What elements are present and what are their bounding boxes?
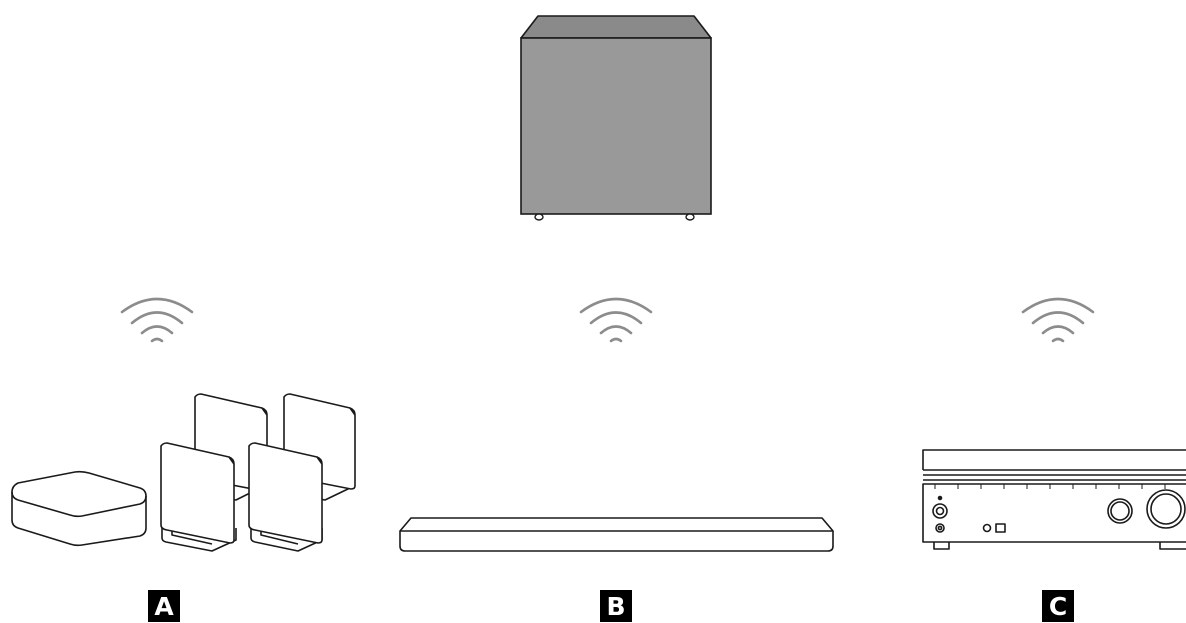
wifi-signal-icon bbox=[120, 297, 194, 343]
label-badge-c: C bbox=[1042, 590, 1074, 622]
soundbar-icon bbox=[399, 517, 834, 552]
surround-speakers-icon bbox=[160, 393, 356, 552]
wifi-signal-icon bbox=[579, 297, 653, 343]
wireless-hub-icon bbox=[11, 470, 147, 547]
subwoofer-icon bbox=[520, 15, 712, 221]
av-receiver-icon bbox=[922, 449, 1186, 550]
label-badge-b: B bbox=[600, 590, 632, 622]
wifi-signal-icon bbox=[1021, 297, 1095, 343]
label-badge-a: A bbox=[148, 590, 180, 622]
